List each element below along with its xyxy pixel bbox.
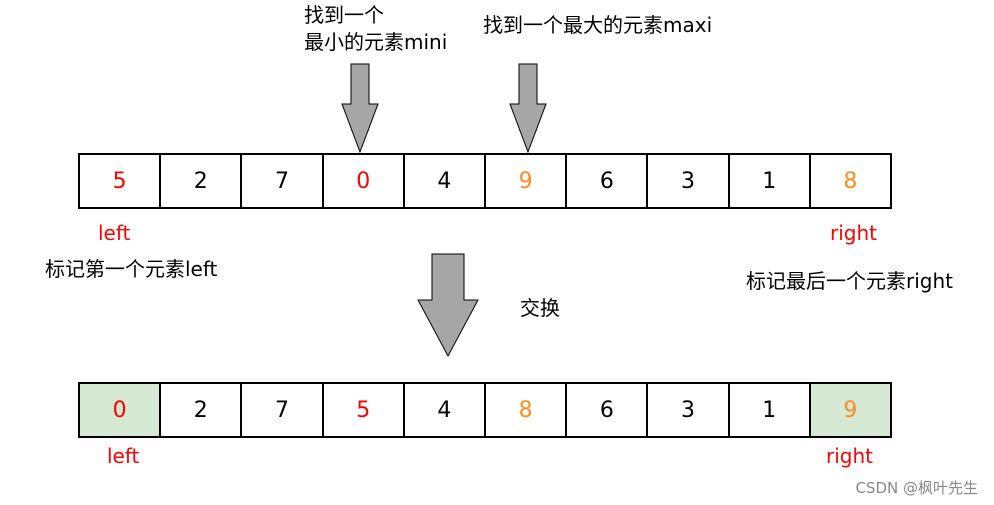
swap-arrow-icon bbox=[417, 253, 479, 358]
bottom-cell: 3 bbox=[646, 384, 727, 436]
mark-right-label: 标记最后一个元素right bbox=[746, 269, 953, 293]
watermark: CSDN @枫叶先生 bbox=[855, 479, 978, 497]
top-cell: 1 bbox=[727, 155, 809, 207]
bottom-cell: 8 bbox=[484, 384, 565, 436]
bottom-cell: 2 bbox=[159, 384, 240, 436]
top-cell: 6 bbox=[565, 155, 646, 207]
top-array: 5 2 7 0 4 9 6 3 1 8 bbox=[78, 153, 892, 209]
bottom-cell: 6 bbox=[565, 384, 646, 436]
top-cell: 3 bbox=[646, 155, 727, 207]
min-pointer-arrow-icon bbox=[341, 63, 379, 154]
swap-label: 交换 bbox=[520, 296, 560, 320]
top-right-label: right bbox=[830, 221, 877, 245]
bottom-array: 0 2 7 5 4 8 6 3 1 9 bbox=[78, 382, 892, 438]
top-cell: 9 bbox=[484, 155, 565, 207]
bottom-cell: 1 bbox=[727, 384, 809, 436]
find-min-label-line1: 找到一个 bbox=[304, 3, 384, 27]
find-max-label: 找到一个最大的元素maxi bbox=[483, 13, 713, 37]
max-pointer-arrow-icon bbox=[509, 63, 547, 154]
bottom-cell: 7 bbox=[240, 384, 321, 436]
find-min-label-line2: 最小的元素mini bbox=[304, 30, 448, 54]
bottom-cell: 4 bbox=[402, 384, 484, 436]
top-cell: 2 bbox=[159, 155, 240, 207]
mark-left-label: 标记第一个元素left bbox=[45, 257, 218, 281]
top-cell: 5 bbox=[112, 168, 127, 194]
bottom-cell: 9 bbox=[808, 384, 891, 436]
top-cell: 7 bbox=[240, 155, 321, 207]
bottom-right-label: right bbox=[826, 444, 873, 468]
bottom-cell: 5 bbox=[321, 384, 403, 436]
top-cell: 4 bbox=[402, 155, 484, 207]
top-left-label: left bbox=[98, 221, 131, 245]
top-cell: 0 bbox=[321, 155, 403, 207]
bottom-cell: 0 bbox=[80, 384, 160, 436]
top-cell: 8 bbox=[808, 155, 890, 207]
bottom-left-label: left bbox=[107, 444, 140, 468]
